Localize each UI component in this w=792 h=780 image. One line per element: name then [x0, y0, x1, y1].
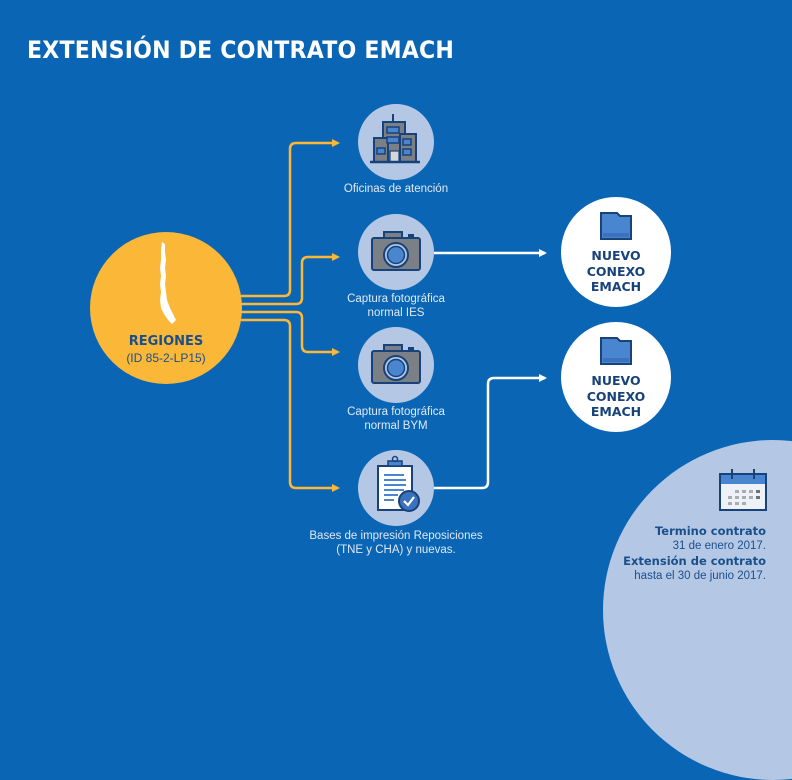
connector-to-node-3 [240, 310, 340, 356]
term-date: 31 de enero 2017. [672, 540, 766, 552]
connector-to-target-2 [434, 374, 547, 490]
folder-icon [600, 212, 632, 240]
node-label-bases-impresion: Bases de impresión Reposiciones (TNE y C… [309, 530, 483, 556]
office-building-icon [370, 114, 420, 164]
connector-to-node-2 [240, 253, 340, 306]
source-regions: REGIONES (ID 85-2-LP15) [90, 232, 242, 384]
clipboard-check-icon [377, 455, 420, 512]
node-label-oficinas: Oficinas de atención [343, 183, 449, 195]
node-captura-bym [358, 327, 434, 403]
target-nuevo-conexo-2: NUEVO CONEXO EMACH [561, 322, 671, 432]
chile-map-icon [160, 242, 176, 324]
camera-icon [371, 231, 421, 271]
target-label: NUEVO CONEXO EMACH [586, 373, 646, 419]
target-label: NUEVO CONEXO EMACH [586, 248, 646, 294]
extension-date: hasta el 30 de junio 2017. [634, 570, 766, 582]
folder-icon [600, 337, 632, 365]
connector-to-node-1 [238, 139, 340, 298]
contract-info: Termino contrato 31 de enero 2017. Exten… [623, 524, 766, 584]
node-label-captura-ies: Captura fotográfica normal IES [347, 293, 445, 319]
connectors [238, 139, 547, 492]
page-title: EXTENSIÓN DE CONTRATO EMACH [27, 36, 455, 64]
source-id: (ID 85-2-LP15) [126, 351, 206, 365]
node-oficinas [358, 104, 434, 180]
camera-icon [371, 344, 421, 384]
calendar-icon [719, 469, 767, 511]
extension-title: Extensión de contrato [623, 554, 766, 568]
target-nuevo-conexo-1: NUEVO CONEXO EMACH [561, 197, 671, 307]
term-title: Termino contrato [654, 524, 766, 538]
connector-to-node-4 [238, 318, 340, 492]
node-captura-ies [358, 214, 434, 290]
node-bases-impresion [358, 450, 434, 526]
node-label-captura-bym: Captura fotográfica normal BYM [347, 406, 445, 432]
source-label: REGIONES [128, 334, 204, 349]
